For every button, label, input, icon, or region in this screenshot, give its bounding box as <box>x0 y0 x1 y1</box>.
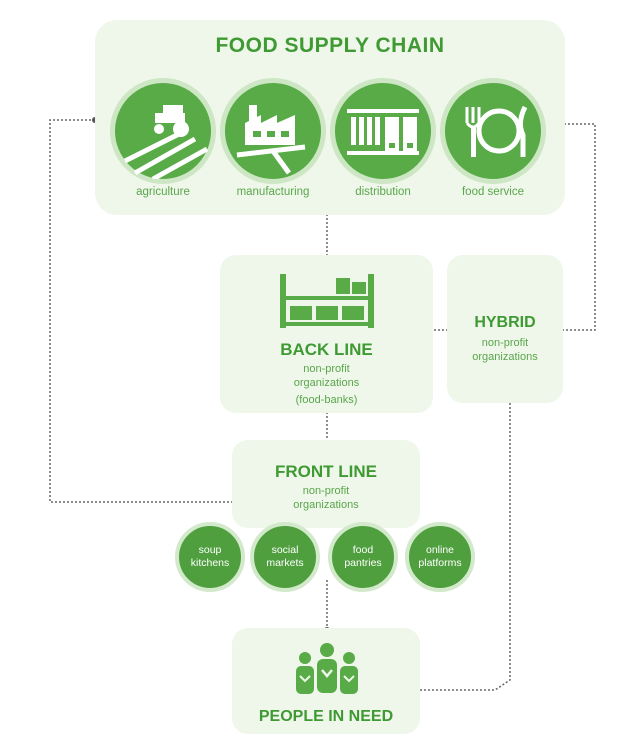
channel-online-platforms: online platforms <box>405 522 475 592</box>
channel-soup-kitchens: soup kitchens <box>175 522 245 592</box>
people-title: PEOPLE IN NEED <box>258 708 394 725</box>
people-group-icon <box>293 642 361 698</box>
channel-food-pantries: food pantries <box>328 522 398 592</box>
front-line-title: FRONT LINE <box>275 462 377 481</box>
channel-social-markets: social markets <box>250 522 320 592</box>
hybrid-subtitle: non-profit organizations <box>472 337 538 363</box>
back-line-subtitle: non-profit organizations <box>293 363 360 389</box>
hybrid-panel <box>447 255 563 403</box>
front-line-subtitle: non-profit organizations <box>293 485 359 511</box>
manufacturing-icon <box>220 78 326 184</box>
back-line-note: (food-banks) <box>295 394 358 406</box>
back-line-title: BACK LINE <box>280 340 373 359</box>
stage-label-food-service: food service <box>461 186 524 198</box>
agriculture-icon <box>110 78 216 184</box>
front-line-panel <box>232 440 420 528</box>
back-line-panel <box>220 255 433 413</box>
hybrid-title: HYBRID <box>474 314 536 331</box>
distribution-icon <box>330 78 436 184</box>
stage-label-manufacturing: manufacturing <box>236 186 310 198</box>
stage-label-distribution: distribution <box>355 186 411 198</box>
supply-chain-title: FOOD SUPPLY CHAIN <box>215 34 445 57</box>
stage-label-agriculture: agriculture <box>136 186 190 198</box>
warehouse-shelf-icon <box>278 272 376 330</box>
food-service-icon <box>440 78 546 184</box>
